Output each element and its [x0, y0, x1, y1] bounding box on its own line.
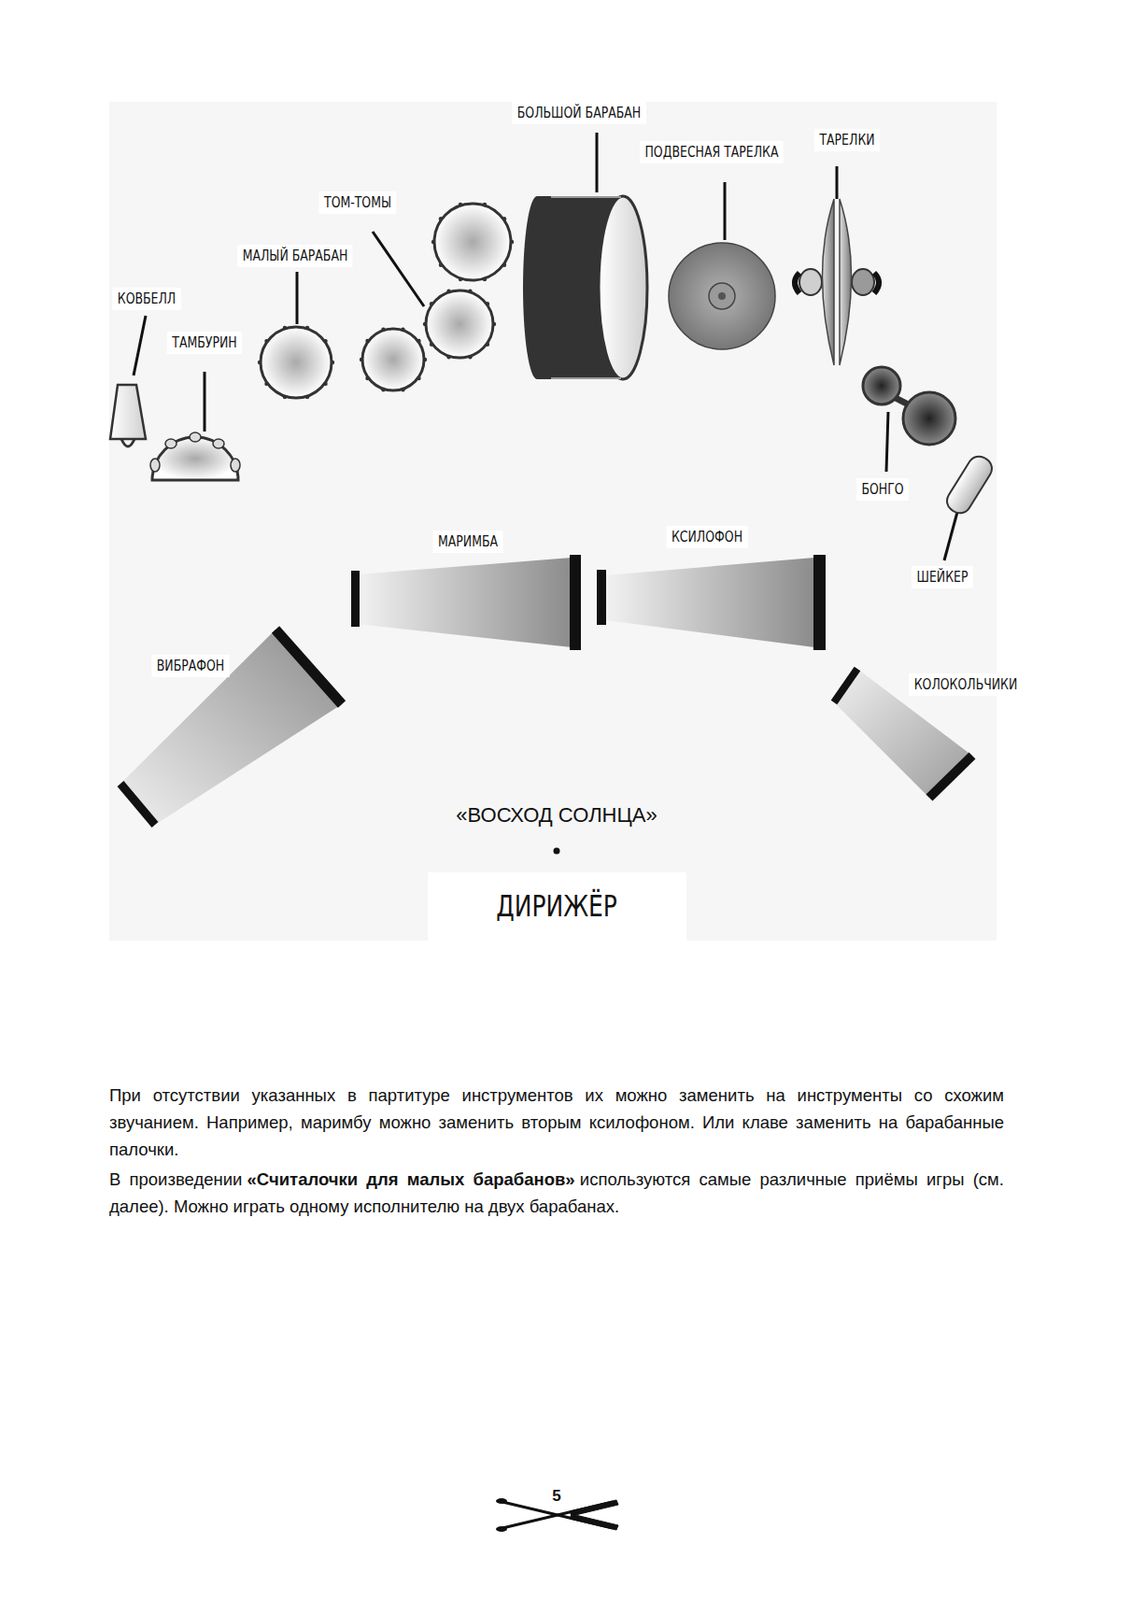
paragraph-text: «Считалочки для малых барабанов»	[247, 1169, 576, 1189]
part-label: ТОМ-ТОМЫ	[319, 191, 397, 214]
drum-lug	[485, 342, 490, 347]
part-label: ШЕЙКЕР	[911, 565, 974, 589]
drum-lug	[423, 357, 427, 362]
paragraph-text: При отсутствии указанных в партитуре инс…	[109, 1085, 1004, 1160]
part-label: ТАМБУРИН	[167, 331, 242, 354]
cowbell	[110, 384, 146, 447]
suspended-cymbal	[668, 242, 776, 350]
drum-lug	[359, 357, 364, 362]
page-number: 5	[551, 1486, 561, 1506]
drum-lug	[458, 277, 463, 282]
conductor-dot	[553, 848, 561, 855]
body-paragraph: В произведении«Считалочки для малых бара…	[109, 1165, 1004, 1220]
drum-lug	[431, 240, 436, 244]
part-label: ВИБРАФОН	[151, 654, 229, 678]
drum-lug	[485, 301, 490, 306]
piece-title: «ВОСХОД СОЛНЦА»	[452, 805, 661, 825]
drum-lug	[502, 262, 507, 267]
shaker	[942, 452, 996, 518]
drum-lug	[438, 216, 443, 221]
part-label: БОЛЬШОЙ БАРАБАН	[511, 101, 646, 125]
node-text: ДИРИЖЁР	[495, 888, 618, 924]
drum-lug	[257, 360, 262, 365]
drum-lug	[467, 354, 472, 359]
drum-lug	[502, 216, 507, 221]
drum-lug	[365, 339, 369, 343]
xylophone	[596, 554, 826, 651]
drum-lug	[467, 289, 472, 294]
drum-lug	[416, 376, 421, 381]
drum-lug	[282, 395, 287, 399]
drum-lug	[264, 381, 269, 386]
drum-lug	[305, 395, 310, 399]
drum-heads	[257, 202, 514, 399]
part-label: КСИЛОФОН	[666, 525, 749, 549]
bass-drum	[523, 196, 648, 380]
drum-lug	[381, 326, 385, 331]
drum-lug	[492, 322, 496, 326]
drum-lug	[429, 301, 434, 306]
hand-cymbals	[794, 198, 879, 366]
leader-lines	[133, 132, 960, 561]
drum-lug	[446, 289, 451, 294]
paragraph-text: В произведении	[109, 1169, 242, 1189]
part-label: БОНГО	[856, 478, 909, 501]
part-label: МАРИМБА	[433, 530, 504, 553]
part-label: ПОДВЕСНАЯ ТАРЕЛКА	[639, 141, 784, 164]
part-label: ТАРЕЛКИ	[814, 128, 880, 152]
drum-lug	[458, 202, 463, 207]
drum-lug	[400, 326, 405, 331]
drum-lug	[323, 339, 327, 343]
diagram-ground	[109, 101, 997, 941]
drum-lug	[305, 325, 310, 330]
part-label: МАЛЫЙ БАРАБАН	[237, 244, 354, 268]
drum-lug	[446, 354, 451, 359]
drum-lug	[400, 387, 405, 392]
drum-lug	[482, 277, 487, 282]
drum-lug	[323, 381, 327, 386]
drum-lug	[365, 376, 369, 381]
bongos	[862, 367, 956, 445]
part-label: КОВБЕЛЛ	[112, 287, 181, 311]
vibraphone	[120, 629, 342, 825]
drum-lug	[438, 262, 443, 267]
drum-lug	[264, 339, 269, 343]
body-paragraph: При отсутствии указанных в партитуре инс…	[109, 1081, 1004, 1163]
marimba	[351, 554, 581, 651]
drum-lug	[381, 387, 385, 392]
drum-lug	[330, 360, 335, 365]
drum-lug	[416, 339, 421, 343]
tambourine	[150, 432, 241, 481]
drum-lug	[482, 202, 487, 207]
drum-lug	[429, 342, 434, 347]
part-label: КОЛОКОЛЬЧИКИ	[908, 673, 1023, 696]
drum-lug	[509, 240, 514, 244]
conductor-box: ДИРИЖЁР	[427, 872, 687, 941]
drum-lug	[282, 325, 287, 330]
drum-lug	[423, 322, 427, 326]
